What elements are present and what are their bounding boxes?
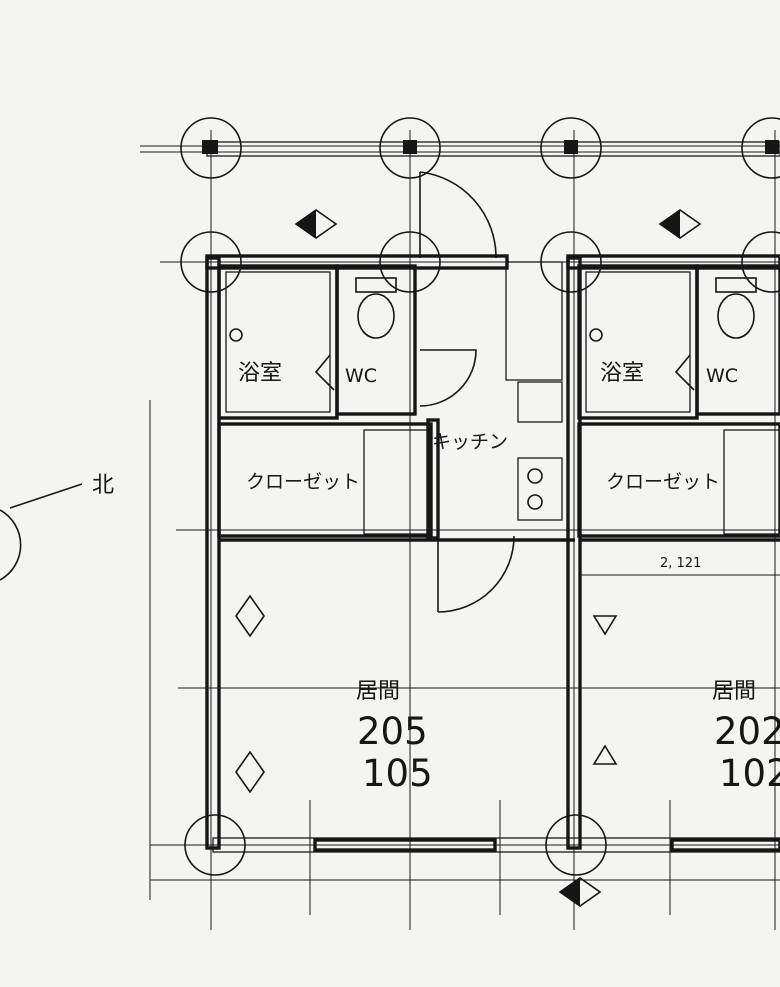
dimension-label: 2, 121 — [660, 556, 701, 571]
label-wc-right: WC — [706, 365, 738, 387]
label-kitchen: キッチン — [432, 431, 508, 453]
unit-number-lower-left: 105 — [362, 752, 433, 795]
doors — [419, 171, 515, 613]
label-closet-left: クローゼット — [246, 471, 360, 493]
label-bath-right: 浴室 — [600, 361, 644, 386]
compass-label: 北 — [92, 473, 114, 498]
label-bath-left: 浴室 — [238, 361, 282, 386]
walls — [205, 141, 780, 853]
label-closet-right: クローゼット — [606, 471, 720, 493]
unit-number-upper-right: 202 — [714, 710, 780, 753]
column-markers — [180, 117, 780, 876]
unit-number-upper-left: 205 — [357, 710, 428, 753]
direction-markers — [235, 209, 702, 907]
label-living-right: 居間 — [712, 679, 756, 704]
label-wc-left: WC — [345, 365, 377, 387]
unit-number-lower-right: 102 — [719, 752, 780, 795]
fixtures — [229, 277, 757, 510]
label-living-left: 居間 — [356, 679, 400, 704]
compass — [0, 483, 83, 581]
grid-lines — [140, 130, 780, 930]
